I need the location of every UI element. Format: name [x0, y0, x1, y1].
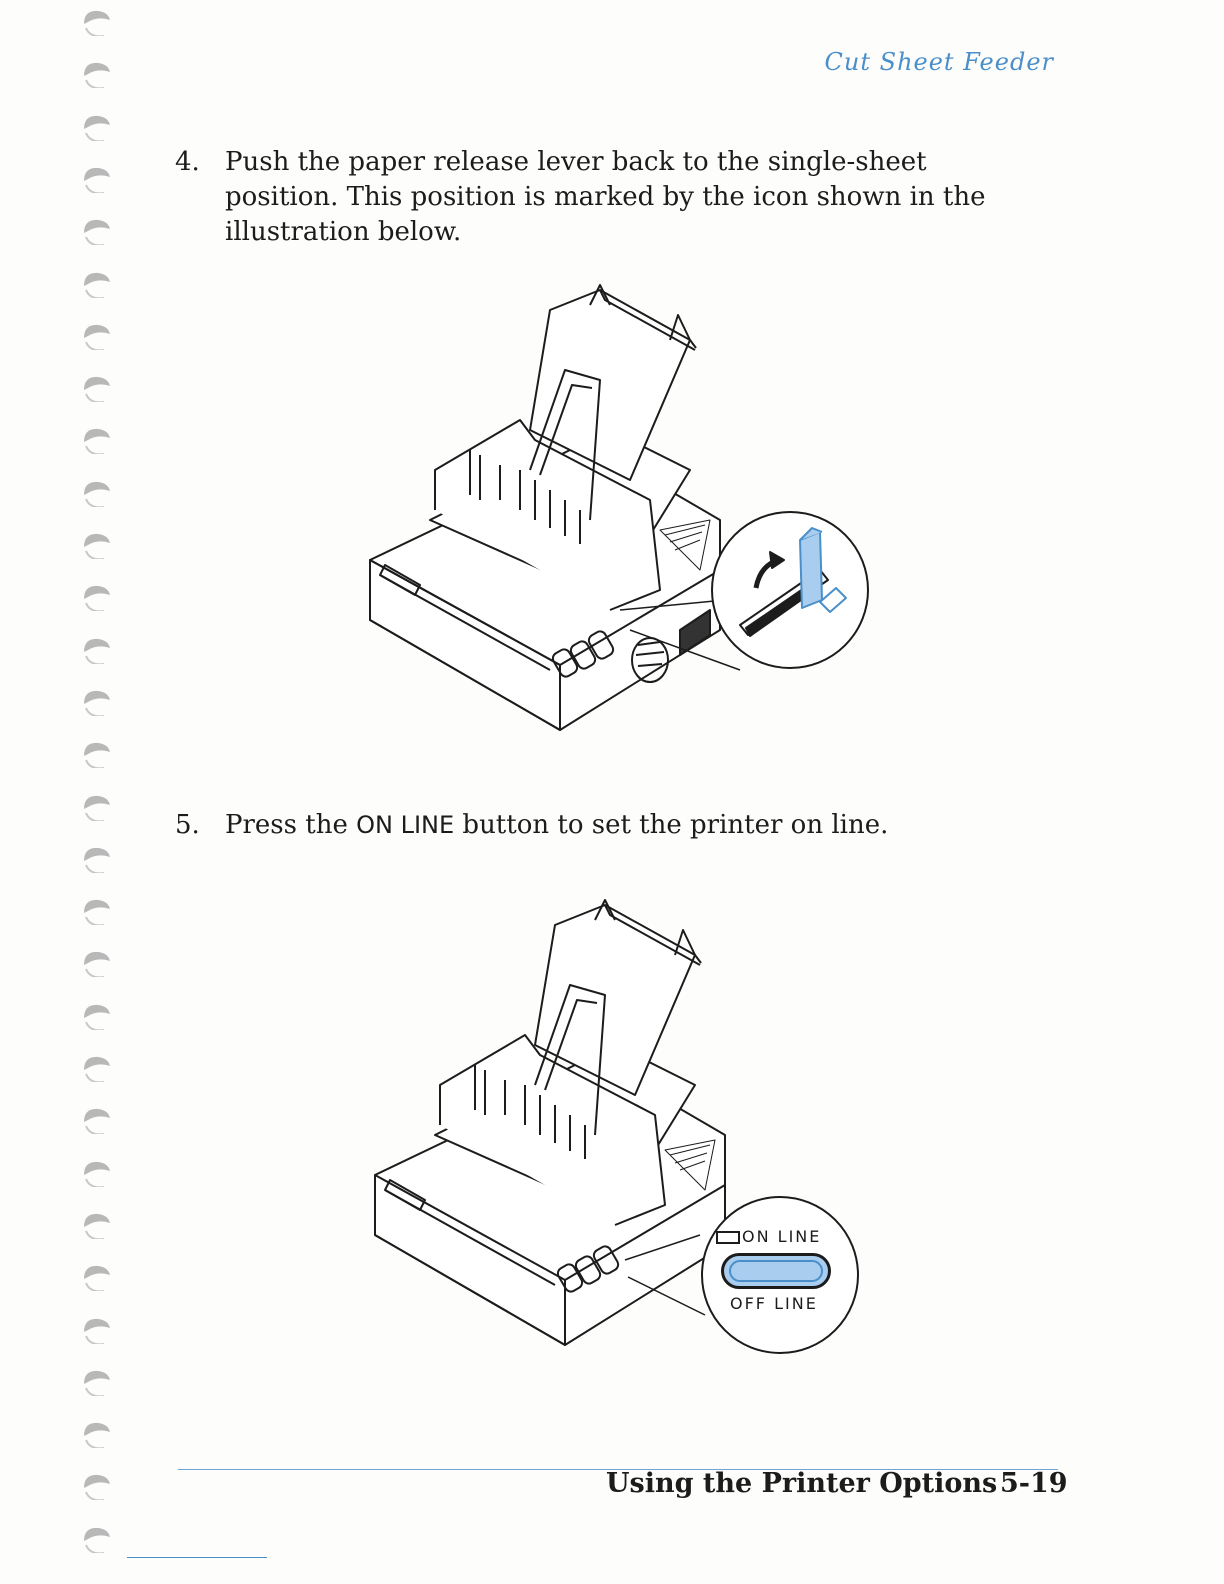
binding-ring	[78, 1261, 110, 1291]
binding-ring	[78, 947, 110, 977]
binding-ring	[78, 895, 110, 925]
step-4: 4. Push the paper release lever back to …	[175, 145, 1035, 250]
binding-ring	[78, 111, 110, 141]
binding-ring	[78, 791, 110, 821]
binding-ring	[78, 686, 110, 716]
binding-ring	[78, 738, 110, 768]
binding-ring	[78, 58, 110, 88]
printer-lever-illustration	[360, 270, 880, 740]
binding-ring	[78, 1366, 110, 1396]
binding-ring	[78, 1209, 110, 1239]
binding-ring	[78, 1052, 110, 1082]
step-number: 4.	[175, 145, 200, 180]
spiral-binding	[0, 0, 120, 1584]
on-line-button-name: ON LINE	[356, 811, 454, 839]
binding-ring	[78, 529, 110, 559]
on-line-button-inset	[721, 1253, 831, 1289]
step-5: 5. Press the ON LINE button to set the p…	[175, 808, 1035, 843]
binding-ring	[78, 1000, 110, 1030]
binding-ring	[78, 372, 110, 402]
step-text: Press the ON LINE button to set the prin…	[225, 808, 1035, 843]
binding-ring	[78, 163, 110, 193]
binding-ring	[78, 1418, 110, 1448]
footer-section-title: Using the Printer Options	[606, 1468, 997, 1499]
step-text: Push the paper release lever back to the…	[225, 145, 1035, 250]
binding-ring	[78, 1470, 110, 1500]
binding-ring	[78, 268, 110, 298]
indicator-light-icon	[716, 1231, 740, 1244]
binding-ring	[78, 1314, 110, 1344]
binding-ring	[78, 1157, 110, 1187]
binding-ring	[78, 424, 110, 454]
binding-ring	[78, 1104, 110, 1134]
on-line-inset-label: ON LINE	[716, 1227, 821, 1246]
off-line-inset-label: OFF LINE	[730, 1294, 818, 1313]
bottom-rule	[127, 1557, 267, 1558]
binding-ring	[78, 477, 110, 507]
page-number: 5-19	[1000, 1468, 1068, 1499]
binding-ring	[78, 843, 110, 873]
binding-ring	[78, 6, 110, 36]
running-header: Cut Sheet Feeder	[825, 48, 1054, 76]
binding-ring	[78, 581, 110, 611]
binding-ring	[78, 320, 110, 350]
binding-ring	[78, 1523, 110, 1553]
binding-ring	[78, 634, 110, 664]
step-number: 5.	[175, 808, 200, 843]
binding-ring	[78, 215, 110, 245]
